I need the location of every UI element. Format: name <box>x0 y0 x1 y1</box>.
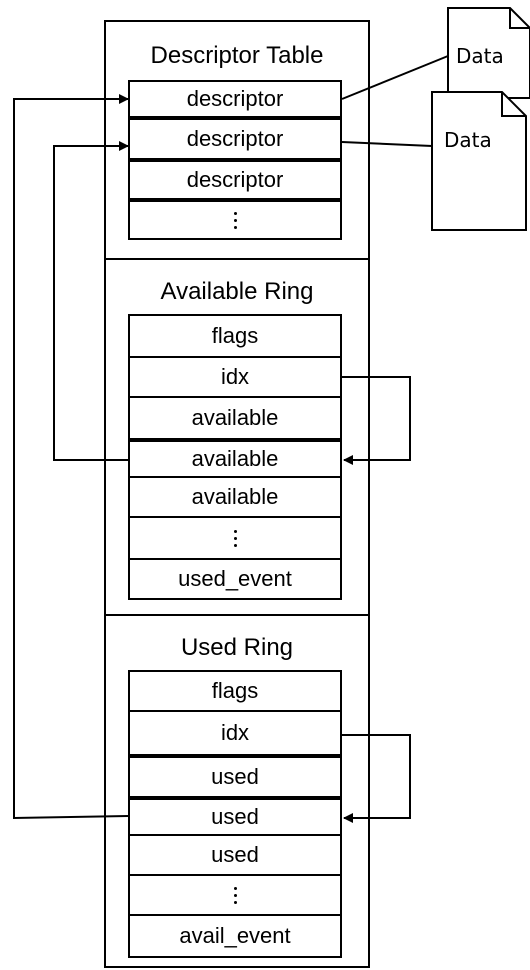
available-entry-cell: available <box>128 476 342 518</box>
descriptor-table-title: Descriptor Table <box>150 42 324 69</box>
avail-event-cell: avail_event <box>128 914 342 958</box>
data-label-1: Data <box>456 44 504 68</box>
descriptor-cell: descriptor <box>128 80 342 118</box>
available-entry-cell: available <box>128 440 342 478</box>
used-entry-cell: used <box>128 756 342 798</box>
descriptor-cell: descriptor <box>128 160 342 200</box>
used-ring: Used Ring <box>104 614 370 968</box>
used-idx-cell: idx <box>128 710 342 756</box>
used-flags-cell: flags <box>128 670 342 712</box>
available-flags-cell: flags <box>128 314 342 358</box>
used-event-cell: used_event <box>128 558 342 600</box>
data-document-2-icon <box>431 91 527 231</box>
available-entry-cell: available <box>128 396 342 440</box>
used-ring-title: Used Ring <box>180 634 294 661</box>
data-label-2: Data <box>444 128 492 152</box>
descriptor-ellipsis-cell <box>128 200 342 240</box>
available-ring-title: Available Ring <box>160 278 314 305</box>
used-ellipsis-cell <box>128 874 342 916</box>
available-idx-cell: idx <box>128 356 342 398</box>
used-entry-cell: used <box>128 798 342 836</box>
descriptor-cell: descriptor <box>128 118 342 160</box>
used-entry-cell: used <box>128 834 342 876</box>
available-ellipsis-cell <box>128 516 342 560</box>
